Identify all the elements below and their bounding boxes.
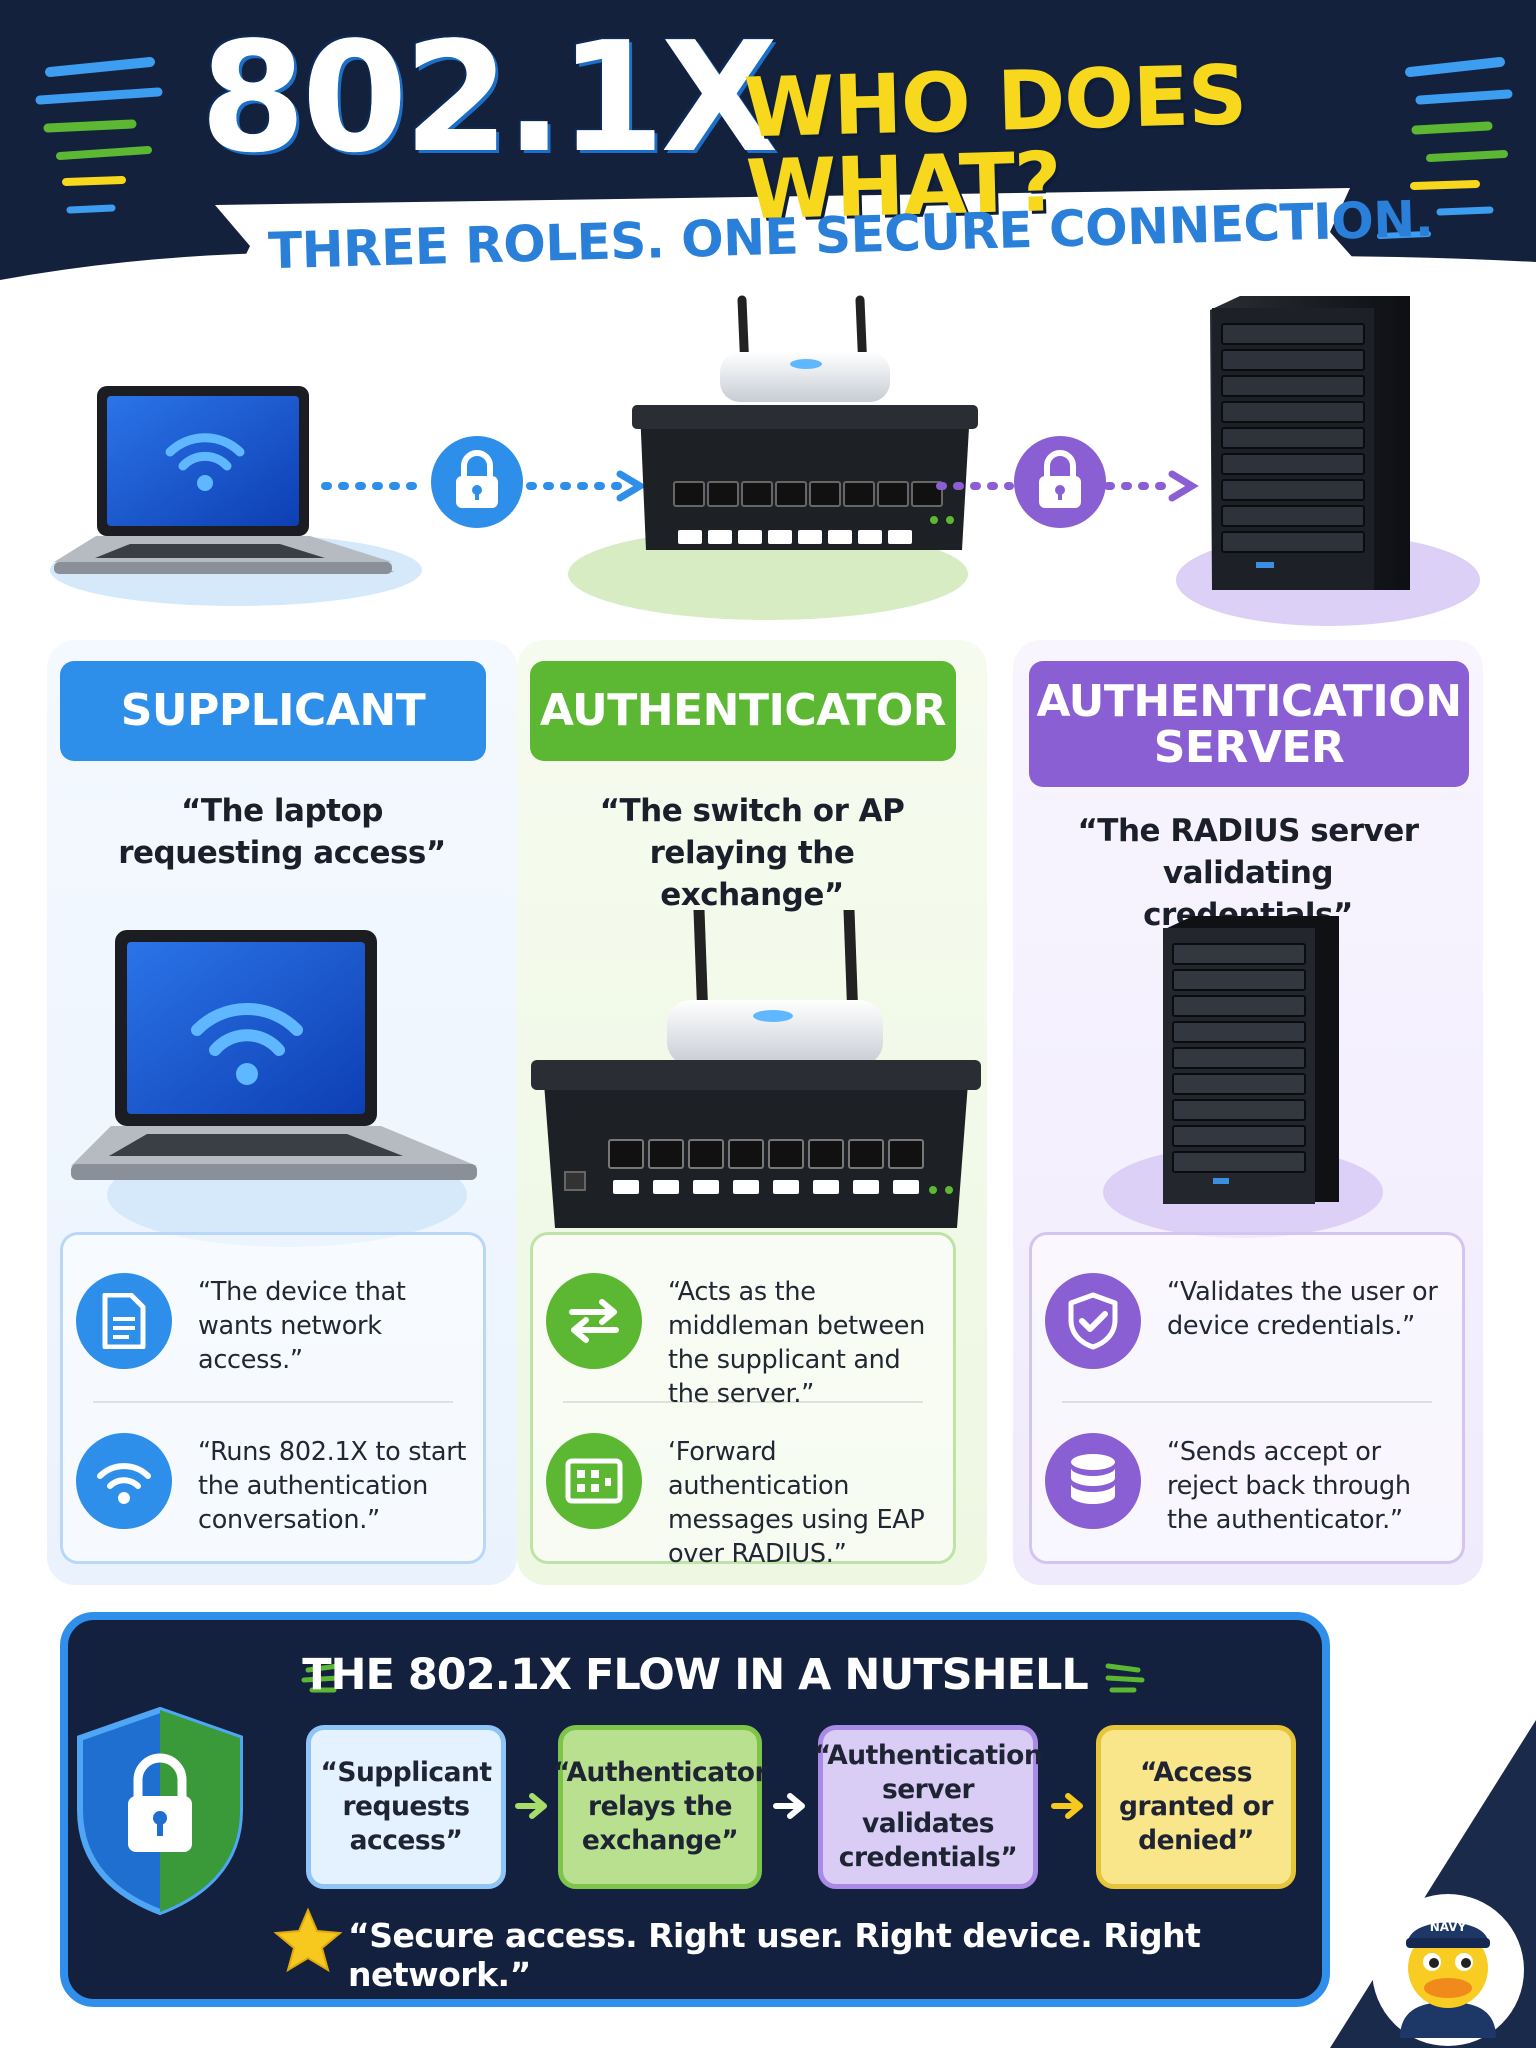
server-tower-icon — [1176, 296, 1480, 626]
switch-authenticator-icon — [568, 295, 978, 620]
divider — [93, 1401, 453, 1403]
authenticator-info-card: “Acts as the middleman between the suppl… — [530, 1232, 956, 1569]
info-text: “Validates the user or device credential… — [1167, 1277, 1438, 1341]
lock-icon — [456, 450, 498, 508]
authenticator-column: AUTHENTICATOR “The switch or AP relaying… — [517, 640, 987, 1585]
mascot-hat-label: NAVY — [1429, 1920, 1467, 1934]
wifi-icon — [76, 1433, 172, 1529]
arrow-right-icon — [773, 1793, 805, 1819]
supplicant-quote: “The laptop requesting access” — [118, 793, 446, 871]
info-item: “Validates the user or device credential… — [1032, 1245, 1462, 1395]
flow-step-2: “Authenticator relays the exchange” — [553, 1725, 768, 1889]
info-text: “Runs 802.1X to start the authentication… — [198, 1437, 467, 1535]
header-banner: 802.1X WHO DOES WHAT? THREE ROLES. ONE S… — [0, 0, 1536, 300]
network-forward-icon — [546, 1433, 642, 1529]
info-item: “Sends accept or reject back through the… — [1032, 1405, 1462, 1555]
flow-title: THE 802.1X FLOW IN A NUTSHELL — [302, 1650, 1089, 1700]
flow-step-1: “Supplicant requests access” — [306, 1725, 506, 1889]
auth-server-heading: AUTHENTICATION SERVER — [1029, 661, 1469, 787]
supplicant-info-card: “The device that wants network access.” … — [60, 1232, 486, 1564]
info-item: ‘Forward authentication messages using E… — [533, 1405, 953, 1569]
info-text: ‘Forward authentication messages using E… — [668, 1437, 925, 1569]
shield-check-icon — [1045, 1273, 1141, 1369]
auth-server-heading-line1: AUTHENTICATION — [1036, 676, 1462, 727]
info-item: “Runs 802.1X to start the authentication… — [63, 1405, 483, 1555]
page-title: 802.1X — [200, 9, 778, 186]
header-background — [0, 0, 1536, 288]
switch-illustration — [517, 904, 987, 1270]
authenticator-heading: AUTHENTICATOR — [530, 661, 956, 761]
flow-step-3: “Authentication server validates credent… — [814, 1725, 1043, 1889]
laptop-supplicant-icon — [50, 386, 422, 606]
corner-mascot: NAVY — [1330, 1720, 1536, 2048]
document-icon — [76, 1273, 172, 1369]
auth-server-info-card: “Validates the user or device credential… — [1029, 1232, 1465, 1564]
info-item: “The device that wants network access.” — [63, 1245, 483, 1395]
duck-mascot-icon — [1400, 1922, 1496, 2038]
flow-summary-panel: THE 802.1X FLOW IN A NUTSHELL “Supplican… — [60, 1612, 1330, 2007]
lock-icon — [1039, 450, 1081, 508]
auth-server-column: AUTHENTICATION SERVER “The RADIUS server… — [1013, 640, 1483, 1585]
auth-server-heading-line2: SERVER — [1153, 722, 1345, 773]
swap-arrows-icon — [546, 1273, 642, 1369]
info-text: “Acts as the middleman between the suppl… — [668, 1277, 925, 1409]
info-text: “Sends accept or reject back through the… — [1167, 1437, 1411, 1535]
shield-lock-icon — [77, 1706, 243, 1916]
divider — [1062, 1401, 1432, 1403]
arrow-right-icon — [1051, 1793, 1083, 1819]
info-text: “The device that wants network access.” — [198, 1277, 406, 1375]
supplicant-heading: SUPPLICANT — [60, 661, 486, 761]
arrow-right-icon — [515, 1793, 547, 1819]
laptop-illustration — [47, 910, 517, 1270]
flow-step-4: “Access granted or denied” — [1096, 1725, 1296, 1889]
database-icon — [1045, 1433, 1141, 1529]
authenticator-quote: “The switch or AP relaying the exchange” — [599, 793, 905, 913]
info-item: “Acts as the middleman between the suppl… — [533, 1245, 953, 1409]
auth-server-quote: “The RADIUS server validating credential… — [1077, 813, 1419, 933]
server-illustration — [1013, 910, 1483, 1270]
divider — [563, 1401, 923, 1403]
device-chain — [0, 290, 1536, 630]
title-decoration — [301, 1663, 1145, 1693]
supplicant-column: SUPPLICANT “The laptop requesting access… — [47, 640, 517, 1585]
star-icon — [273, 1907, 343, 1973]
flow-motto: “Secure access. Right user. Right device… — [348, 1916, 1201, 1994]
